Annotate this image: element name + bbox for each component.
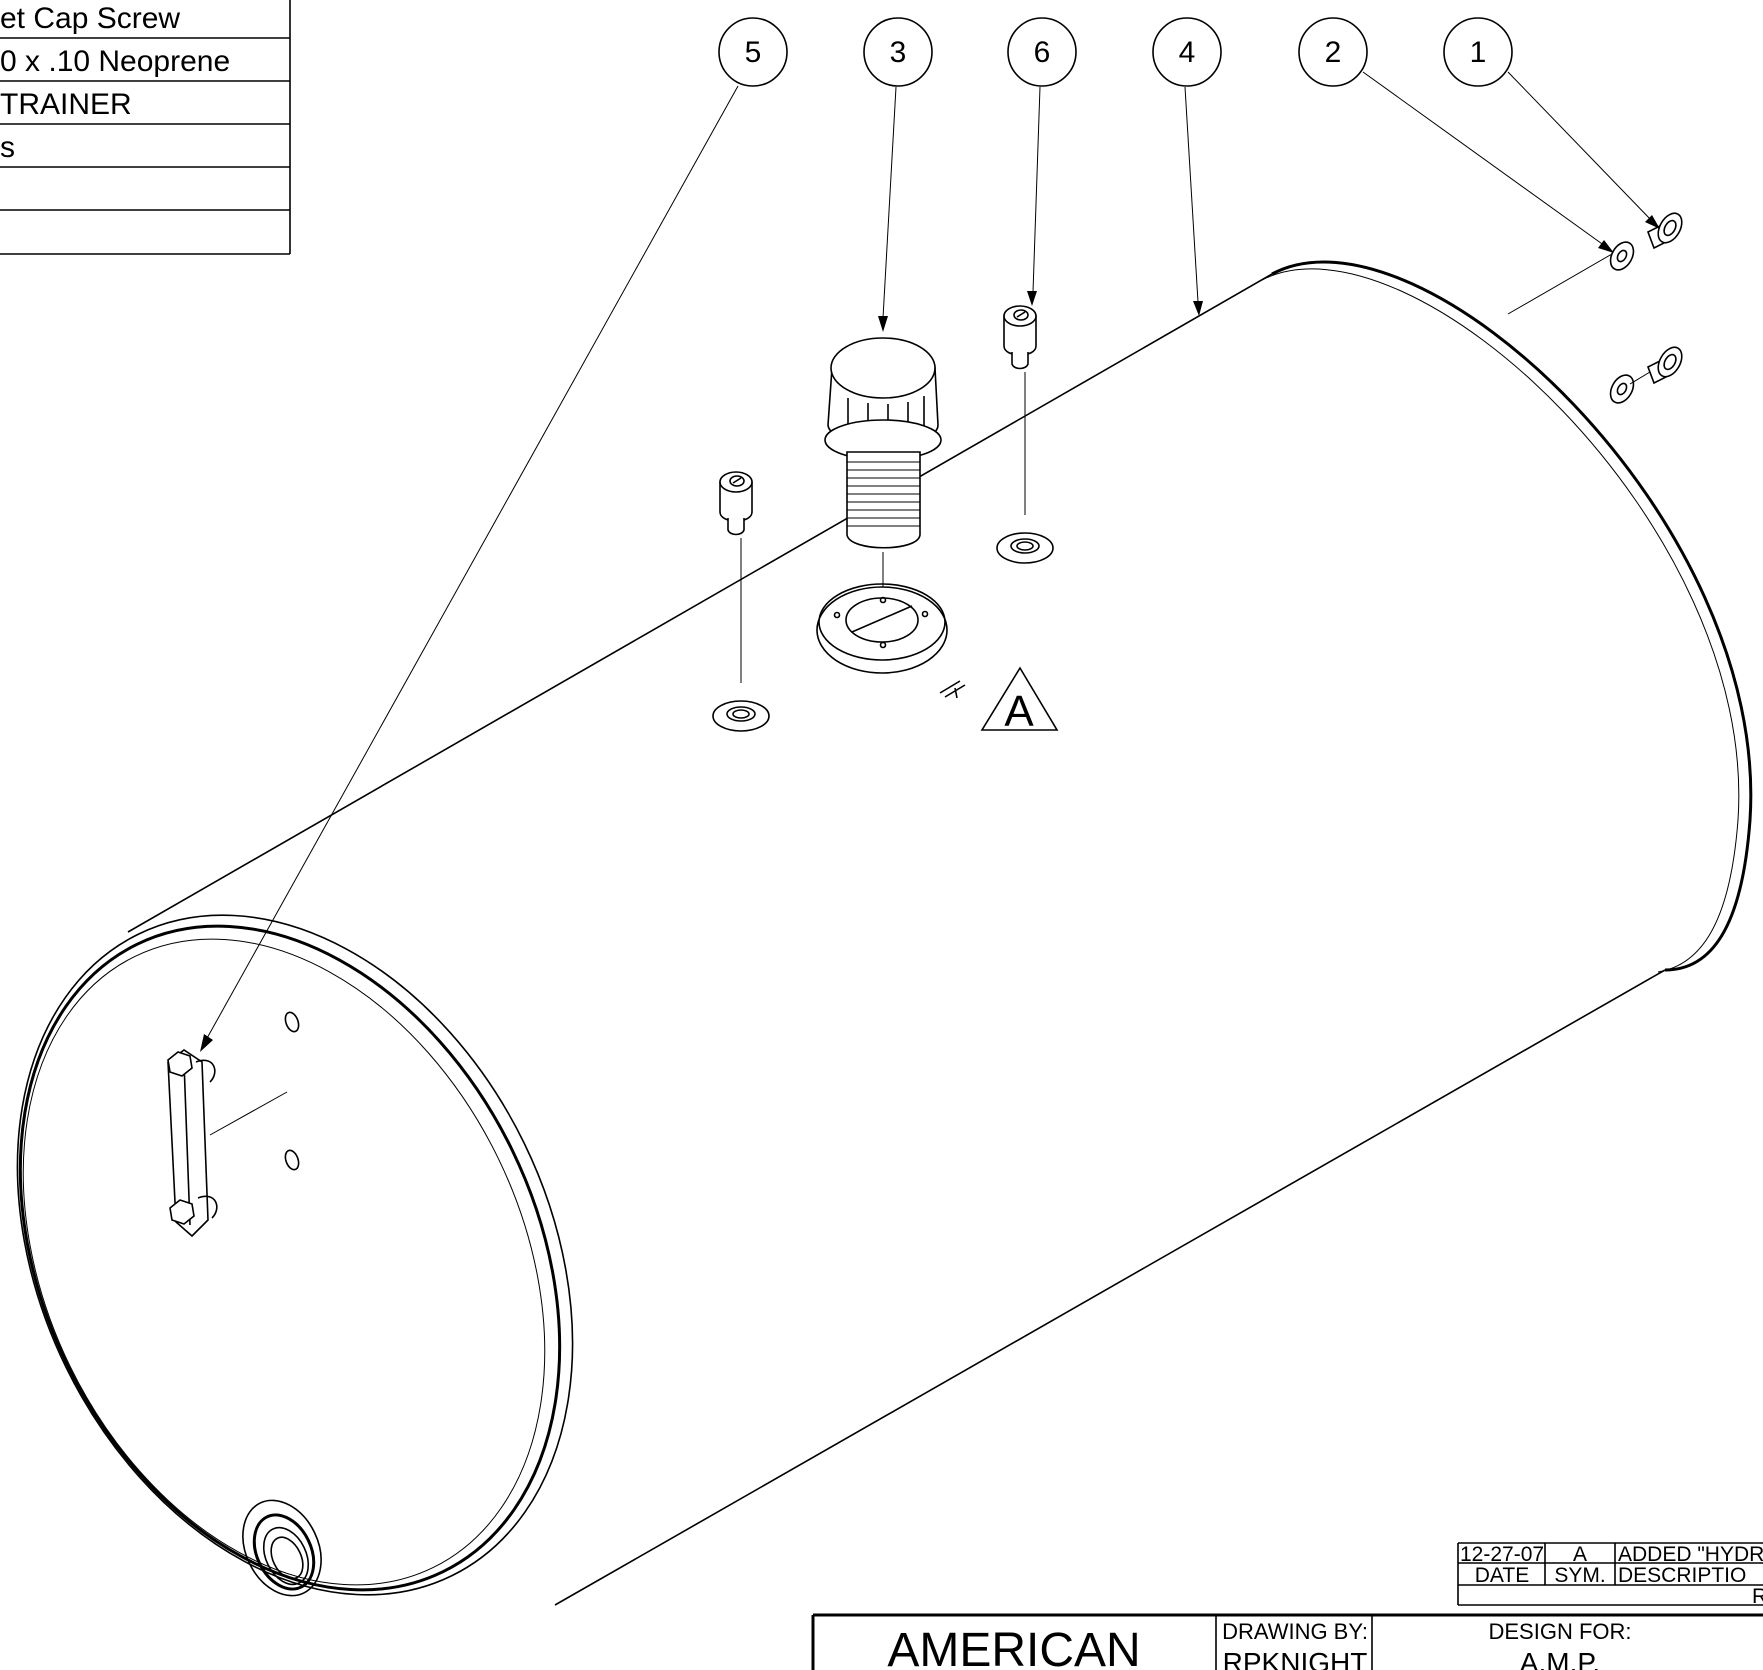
item-balloon-5: 5 [718,17,788,87]
balloon-label-2: 2 [1325,36,1342,69]
item-balloon-1: 1 [1443,17,1513,87]
item-balloon-2: 2 [1298,17,1368,87]
plug-right [996,305,1054,564]
revision-block: 12-27-07 A ADDED "HYDR DATE SYM. DESCRIP… [1457,1542,1763,1608]
balloon-label-3: 3 [890,36,907,69]
leader-lines [200,71,1660,1052]
revision-header-date: DATE [1475,1564,1529,1587]
balloon-label-5: 5 [745,36,762,69]
title-block: AMERICAN DRAWING BY: RPKNIGHT DESIGN FOR… [811,1613,1763,1670]
revision-header-description: DESCRIPTIO [1618,1564,1746,1587]
sight-gauge [167,1049,288,1238]
plug-left [712,471,770,732]
item-balloon-6: 6 [1007,17,1077,87]
item-balloon-4: 4 [1152,17,1222,87]
revision-description: ADDED "HYDR [1618,1543,1763,1566]
company-name: AMERICAN [887,1624,1140,1670]
bill-of-materials: et Cap Screw 0 x .10 Neoprene TRAINER s [0,0,291,255]
cap-screw-lower [1609,346,1683,404]
bom-row-3: TRAINER [0,88,132,121]
design-for-label: DESIGN FOR: [1488,1619,1631,1644]
reference-mark-label: A [1004,687,1034,736]
tank-body [16,260,1753,1606]
revision-footer-fragment: R [1752,1585,1763,1608]
revision-sym: A [1573,1543,1587,1566]
revision-header-sym: SYM. [1554,1564,1605,1587]
drawing-by-value: RPKNIGHT [1223,1647,1368,1670]
bom-row-1: et Cap Screw [0,2,180,35]
balloon-label-6: 6 [1034,36,1051,69]
balloon-label-1: 1 [1470,36,1487,69]
revision-date: 12-27-07 [1460,1543,1544,1566]
reference-triangle-mark: A [980,666,1059,736]
drawing-by-label: DRAWING BY: [1222,1619,1368,1644]
bom-row-4: s [0,131,15,164]
balloon-label-4: 4 [1179,36,1196,69]
cap-screw-upper [1507,212,1683,315]
filler-strainer [816,337,948,674]
item-balloon-3: 3 [863,17,933,87]
small-hardware [939,680,966,699]
design-for-value: A.M.P. [1520,1647,1600,1670]
bom-row-2: 0 x .10 Neoprene [0,45,230,78]
